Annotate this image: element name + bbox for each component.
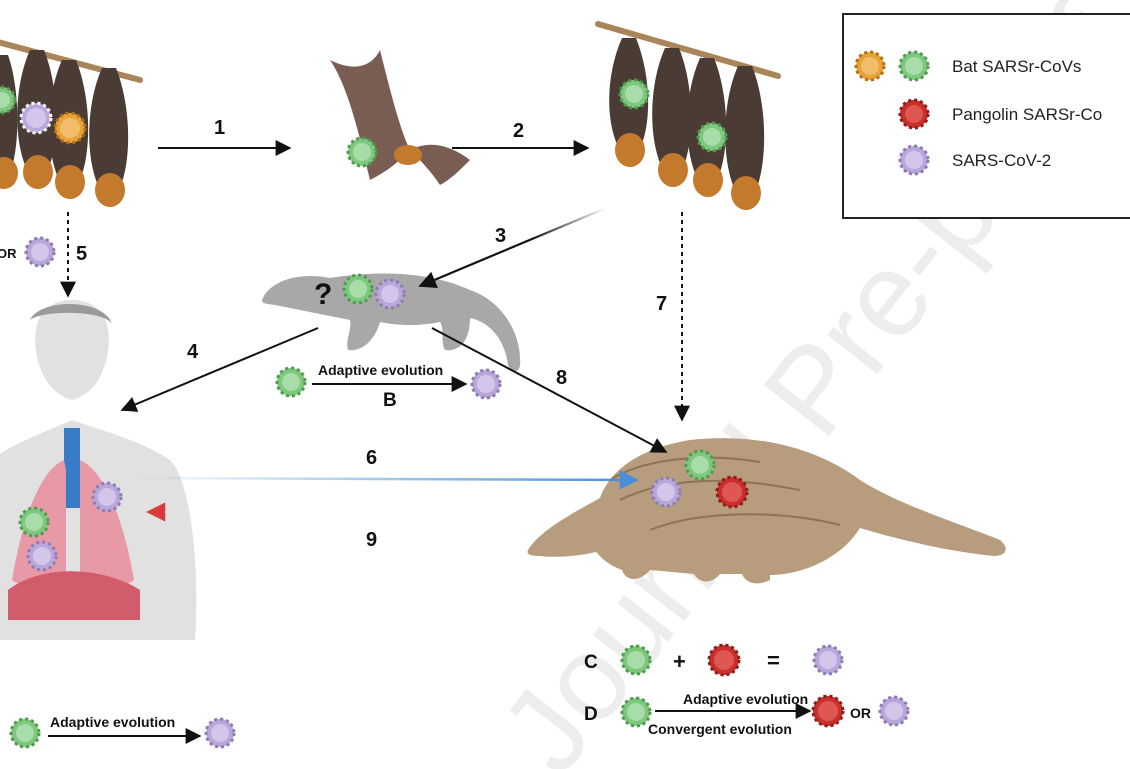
legend-label-pangolin: Pangolin SARSr-Co xyxy=(952,105,1102,124)
route-number-1: 1 xyxy=(214,117,225,139)
virus-bat-green-b xyxy=(275,366,307,398)
pathway-a: Adaptive evolution xyxy=(9,714,236,749)
virus-pangolin-red-d xyxy=(811,694,845,728)
route-number-6: 6 xyxy=(366,447,377,469)
arrow-route-3 xyxy=(418,206,607,288)
legend-label-sars-cov2: SARS-CoV-2 xyxy=(952,151,1051,170)
civet xyxy=(262,273,521,372)
virus-bat-green-d xyxy=(620,696,652,728)
route-number-7: 7 xyxy=(656,293,667,315)
virus-bat-green-flying xyxy=(346,136,378,168)
route-number-4: 4 xyxy=(187,341,199,363)
bat-colony-right xyxy=(595,21,781,210)
route-numbers: 1 2 3 4 5 6 7 8 9 xyxy=(76,117,667,551)
virus-sars-cov2-d xyxy=(878,695,910,727)
virus-sars-cov2-colony-left xyxy=(19,101,53,135)
legend-item-bat: Bat SARSr-CoVs xyxy=(854,50,1081,82)
pathway-c-label: C xyxy=(584,652,598,673)
convergent-evolution-label: Convergent evolution xyxy=(648,721,792,737)
pathway-b: Adaptive evolution B xyxy=(275,362,502,411)
pathway-d: D Adaptive evolution Convergent evolutio… xyxy=(584,691,910,737)
route-number-3: 3 xyxy=(495,225,506,247)
or-label-route-5: OR xyxy=(0,246,17,261)
route-number-2: 2 xyxy=(513,120,524,142)
virus-pangolin-red-pangolin xyxy=(715,475,749,509)
virus-sars-cov2-human-2 xyxy=(26,540,58,572)
virus-bat-green-pangolin xyxy=(684,449,716,481)
virus-sars-cov2-c xyxy=(812,644,844,676)
adaptive-evolution-label-d: Adaptive evolution xyxy=(683,691,808,707)
adaptive-evolution-label-b: Adaptive evolution xyxy=(318,362,443,378)
bat-colony-left xyxy=(0,39,143,207)
virus-bat-orange-colony-left xyxy=(53,111,87,145)
route-number-9: 9 xyxy=(366,529,377,551)
pathway-b-label: B xyxy=(383,390,397,411)
virus-bat-green-colony-right-2 xyxy=(696,121,728,153)
unknown-host-mark: ? xyxy=(314,278,332,311)
virus-sars-cov2-route-5 xyxy=(24,236,56,268)
route-number-5: 5 xyxy=(76,243,87,265)
virus-pangolin-red-c xyxy=(707,643,741,677)
pathway-c: C + = xyxy=(584,643,844,677)
flying-bat xyxy=(330,50,470,185)
or-label-d: OR xyxy=(850,705,871,721)
legend: Bat SARSr-CoVs Pangolin SARSr-Co SARS-Co… xyxy=(842,13,1130,219)
arrows xyxy=(48,140,812,744)
route-number-8: 8 xyxy=(556,367,567,389)
virus-bat-green-c xyxy=(620,644,652,676)
plus-sign: + xyxy=(673,649,686,674)
virus-sars-cov2-human-1 xyxy=(91,481,123,513)
virus-bat-green-human xyxy=(18,506,50,538)
equals-sign: = xyxy=(767,648,780,673)
virus-sars-cov2-a xyxy=(204,717,236,749)
pathway-d-label: D xyxy=(584,704,598,725)
virus-bat-green-civet xyxy=(342,273,374,305)
virus-sars-cov2-pangolin xyxy=(650,476,682,508)
virus-sars-cov2-civet xyxy=(374,278,406,310)
arrow-route-8 xyxy=(431,327,668,453)
virus-bat-green-colony-right-1 xyxy=(618,78,650,110)
adaptive-evolution-label-a: Adaptive evolution xyxy=(50,714,175,730)
virus-sars-cov2-b xyxy=(470,368,502,400)
legend-label-bat: Bat SARSr-CoVs xyxy=(952,57,1081,76)
legend-item-pangolin: Pangolin SARSr-Co xyxy=(898,98,1102,130)
virus-bat-green-colony-left xyxy=(0,85,17,115)
arrow-route-6 xyxy=(129,470,639,490)
arrow-route-4 xyxy=(120,327,319,412)
virus-bat-green-a xyxy=(9,717,41,749)
legend-item-sars-cov2: SARS-CoV-2 xyxy=(898,144,1051,176)
